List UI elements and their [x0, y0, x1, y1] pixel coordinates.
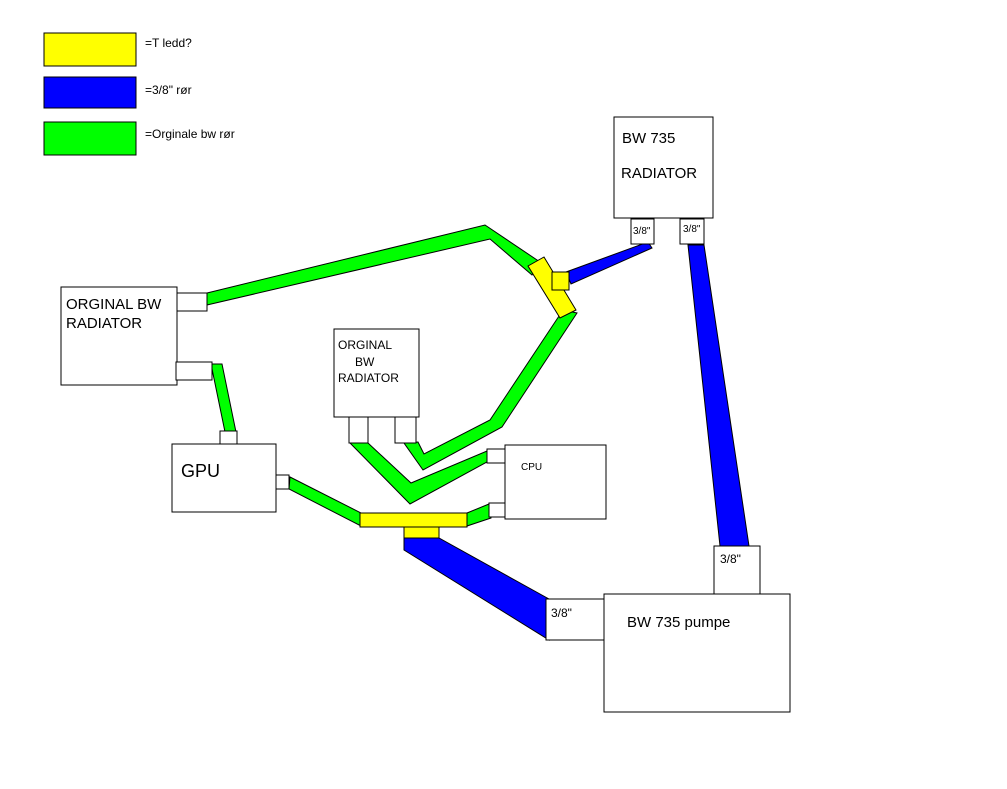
legend-swatch-t-piece [43, 32, 137, 67]
legend: =T ledd? =3/8" rør =Orginale bw rør [43, 32, 235, 156]
t-piece-upper-branch [551, 271, 570, 291]
original-radiator-mid-label-line3: RADIATOR [338, 371, 399, 385]
gpu: GPU [171, 430, 290, 513]
pipe-38-lower-t-to-pump [403, 537, 550, 641]
bw735-radiator-label-line2: RADIATOR [621, 165, 697, 182]
cpu-box [504, 444, 607, 520]
gpu-port-right [275, 474, 290, 490]
bw735-pump-port-top [713, 545, 761, 595]
pipe-original-gpu-to-lower-t [288, 476, 364, 527]
original-radiator-left-label-line1: ORGINAL BW [66, 296, 162, 313]
bw735-radiator-box [613, 116, 714, 219]
bw735-pump-port-left-label: 3/8" [551, 606, 572, 620]
bw735-pump-box [603, 593, 791, 713]
original-radiator-mid-label-line2: BW [355, 355, 375, 369]
cpu-label: CPU [521, 462, 542, 473]
legend-label-t-piece: =T ledd? [145, 36, 192, 50]
legend-swatch-38-pipe [43, 76, 137, 109]
legend-swatch-original-pipe [43, 121, 137, 156]
original-radiator-mid-label-line1: ORGINAL [338, 338, 392, 352]
pipes [206, 224, 750, 641]
cpu-port-top [486, 448, 506, 464]
cpu: CPU [486, 444, 607, 520]
pipe-original-rad-to-gpu [210, 363, 237, 433]
t-piece-lower-stem [403, 526, 440, 539]
original-radiator-mid-port-right [394, 416, 417, 444]
bw735-radiator-port-left-label: 3/8" [633, 226, 651, 237]
bw735-pump-label: BW 735 pumpe [627, 614, 730, 631]
original-radiator-left-port-top [176, 292, 208, 312]
legend-label-original-pipe: =Orginale bw rør [145, 127, 235, 141]
bw735-radiator-label-line1: BW 735 [622, 130, 675, 147]
bw735-pump-port-top-label: 3/8" [720, 552, 741, 566]
bw735-pump-port-left [545, 598, 605, 641]
pipe-original-cpu-to-lower-t [466, 503, 492, 527]
original-radiator-mid-port-left [348, 416, 369, 444]
bw735-radiator-port-left [630, 218, 655, 245]
pipe-38-radiator-to-pump [687, 244, 750, 547]
original-radiator-left-label-line2: RADIATOR [66, 315, 142, 332]
original-radiator-mid-box [333, 328, 420, 418]
gpu-label: GPU [181, 461, 220, 481]
original-radiator-mid: ORGINAL BW RADIATOR [333, 328, 420, 444]
bw735-radiator-port-right [679, 218, 705, 245]
pipe-original-rad-to-upper-t [206, 224, 541, 306]
bw735-pump: BW 735 pumpe 3/8" 3/8" [545, 545, 791, 713]
bw735-radiator: BW 735 RADIATOR 3/8" 3/8" [613, 116, 714, 245]
original-radiator-left-box [60, 286, 178, 386]
original-radiator-left-port-bottom [175, 361, 213, 381]
cpu-port-bottom [488, 502, 506, 518]
pipe-38-upper-t-to-radiator [565, 241, 653, 285]
bw735-radiator-port-right-label: 3/8" [683, 224, 701, 235]
legend-label-38-pipe: =3/8" rør [145, 83, 192, 97]
gpu-port-top [219, 430, 238, 445]
original-radiator-left: ORGINAL BW RADIATOR [60, 286, 213, 386]
t-piece-lower-bar [359, 512, 468, 528]
t-pieces [359, 256, 577, 539]
